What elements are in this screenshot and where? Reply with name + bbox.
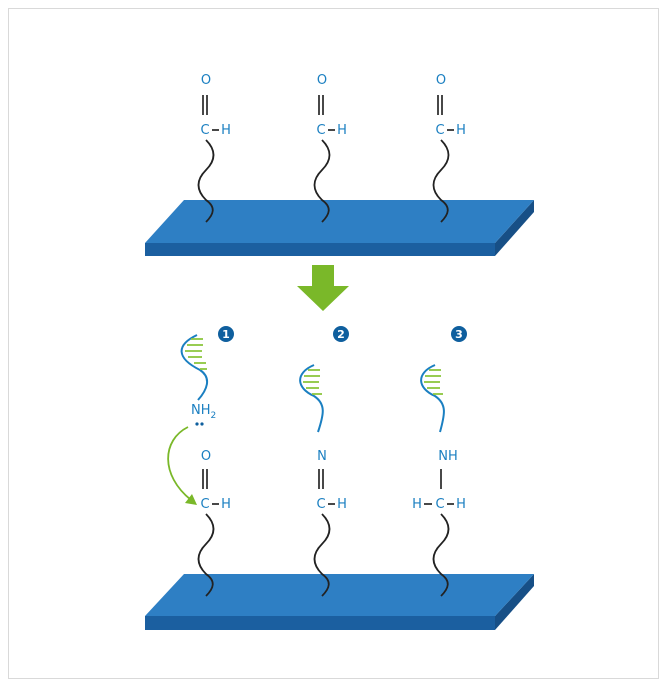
- dna-icon: [180, 334, 209, 401]
- linker-squiggle: [313, 513, 331, 597]
- carbon-label: C: [435, 123, 444, 138]
- top-panel: O C H O C H O C H: [145, 73, 534, 256]
- step-number: 3: [455, 328, 463, 341]
- top-surface-side-right: [495, 200, 534, 256]
- aldehyde-group-2: O C H: [313, 73, 347, 223]
- step-1-group: NH2 O C H: [167, 403, 231, 597]
- dna-icon: [420, 364, 445, 433]
- hydrogen-label: H: [221, 497, 231, 512]
- oxygen-label: O: [436, 73, 446, 88]
- oxygen-label: O: [201, 449, 211, 464]
- hydrogen-label: H: [337, 497, 347, 512]
- step-3-group: NH H C H: [412, 449, 466, 597]
- dna-icon: [299, 364, 324, 433]
- linker-squiggle: [432, 139, 450, 223]
- step-number: 2: [337, 328, 345, 341]
- aldehyde-group-1: O C H: [197, 73, 231, 223]
- carbon-label: C: [435, 497, 444, 512]
- amine-label: NH2: [191, 403, 216, 421]
- hydrogen-label: H: [456, 497, 466, 512]
- bottom-surface-side-right: [495, 574, 534, 630]
- hydrogen-label: H: [221, 123, 231, 138]
- top-surface-side: [145, 243, 495, 256]
- top-surface-slab: [145, 200, 534, 256]
- hydrogen-label: H: [412, 497, 422, 512]
- top-surface-top: [145, 200, 534, 243]
- oxygen-label: O: [201, 73, 211, 88]
- linker-squiggle: [432, 513, 450, 597]
- lone-pair-dot: [195, 422, 199, 426]
- linker-squiggle: [313, 139, 331, 223]
- frame-border: [8, 8, 659, 679]
- oxygen-label: O: [317, 73, 327, 88]
- nitrogen-label: N: [317, 449, 327, 464]
- carbon-label: C: [200, 123, 209, 138]
- down-arrow-icon: [297, 265, 349, 311]
- hydrogen-label: H: [456, 123, 466, 138]
- step-badge-1: 1: [218, 326, 234, 342]
- step-badge-2: 2: [333, 326, 349, 342]
- carbon-label: C: [200, 497, 209, 512]
- bottom-panel: 1 2 3: [145, 326, 534, 630]
- bottom-surface-side: [145, 616, 495, 630]
- hydrogen-label: H: [337, 123, 347, 138]
- bottom-surface-top: [145, 574, 534, 616]
- step-2-group: N C H: [313, 449, 347, 597]
- amine-label: NH: [438, 449, 458, 464]
- step-badge-3: 3: [451, 326, 467, 342]
- linker-squiggle: [197, 513, 215, 597]
- aldehyde-group-3: O C H: [432, 73, 466, 223]
- linker-squiggle: [197, 139, 215, 223]
- step-number: 1: [222, 328, 230, 341]
- carbon-label: C: [316, 497, 325, 512]
- lone-pair-dot: [200, 422, 204, 426]
- carbon-label: C: [316, 123, 325, 138]
- bottom-surface-slab: [145, 574, 534, 630]
- curved-arrow-icon: [167, 426, 197, 505]
